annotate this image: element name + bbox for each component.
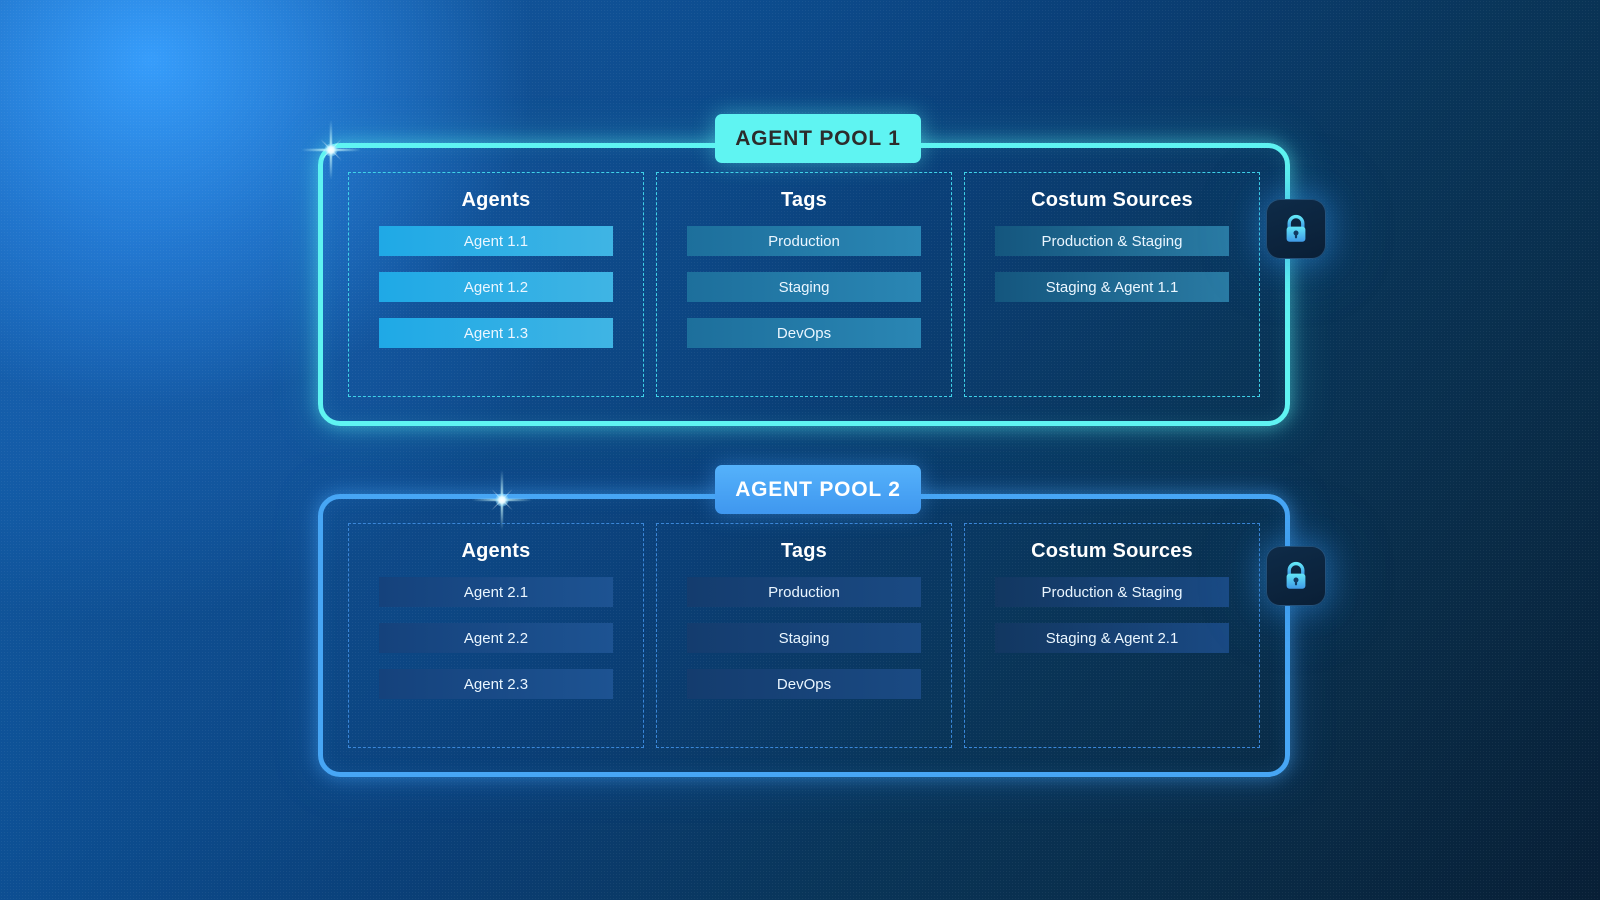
list-item[interactable]: Production <box>687 577 921 607</box>
agent-pool-1-title: AGENT POOL 1 <box>735 126 901 150</box>
column-title-costum-sources: Costum Sources <box>1031 540 1193 562</box>
column-costum-sources-pool-1: Costum Sources Production & Staging Stag… <box>964 172 1260 397</box>
column-title-agents: Agents <box>461 540 531 562</box>
list-item[interactable]: Staging <box>687 623 921 653</box>
lock-icon <box>1286 214 1306 242</box>
list-item[interactable]: Agent 1.1 <box>379 226 613 256</box>
list-item[interactable]: Staging <box>687 272 921 302</box>
list-item[interactable]: Agent 2.3 <box>379 669 613 699</box>
column-tags-pool-1: Tags Production Staging DevOps <box>656 172 952 397</box>
agent-pool-2-columns: Agents Agent 2.1 Agent 2.2 Agent 2.3 Tag… <box>348 523 1260 748</box>
list-item[interactable]: Production <box>687 226 921 256</box>
list-item[interactable]: Agent 2.2 <box>379 623 613 653</box>
column-title-costum-sources: Costum Sources <box>1031 189 1193 211</box>
column-costum-sources-pool-2: Costum Sources Production & Staging Stag… <box>964 523 1260 748</box>
column-agents-pool-1: Agents Agent 1.1 Agent 1.2 Agent 1.3 <box>348 172 644 397</box>
agent-pool-1-title-badge[interactable]: AGENT POOL 1 <box>715 114 921 163</box>
list-item[interactable]: Staging & Agent 1.1 <box>995 272 1229 302</box>
column-tags-pool-2: Tags Production Staging DevOps <box>656 523 952 748</box>
column-title-tags: Tags <box>781 540 827 562</box>
agent-pool-2-title-badge[interactable]: AGENT POOL 2 <box>715 465 921 514</box>
list-item[interactable]: DevOps <box>687 318 921 348</box>
agent-pool-1-columns: Agents Agent 1.1 Agent 1.2 Agent 1.3 Tag… <box>348 172 1260 397</box>
list-item[interactable]: Agent 1.2 <box>379 272 613 302</box>
lock-badge-pool-1[interactable] <box>1266 199 1326 259</box>
agent-pool-2-title: AGENT POOL 2 <box>735 477 901 501</box>
column-title-tags: Tags <box>781 189 827 211</box>
lock-badge-pool-2[interactable] <box>1266 546 1326 606</box>
list-item[interactable]: Production & Staging <box>995 226 1229 256</box>
list-item[interactable]: Agent 2.1 <box>379 577 613 607</box>
list-item[interactable]: Agent 1.3 <box>379 318 613 348</box>
list-item[interactable]: DevOps <box>687 669 921 699</box>
column-agents-pool-2: Agents Agent 2.1 Agent 2.2 Agent 2.3 <box>348 523 644 748</box>
list-item[interactable]: Production & Staging <box>995 577 1229 607</box>
column-title-agents: Agents <box>461 189 531 211</box>
list-item[interactable]: Staging & Agent 2.1 <box>995 623 1229 653</box>
lock-icon <box>1286 561 1306 589</box>
